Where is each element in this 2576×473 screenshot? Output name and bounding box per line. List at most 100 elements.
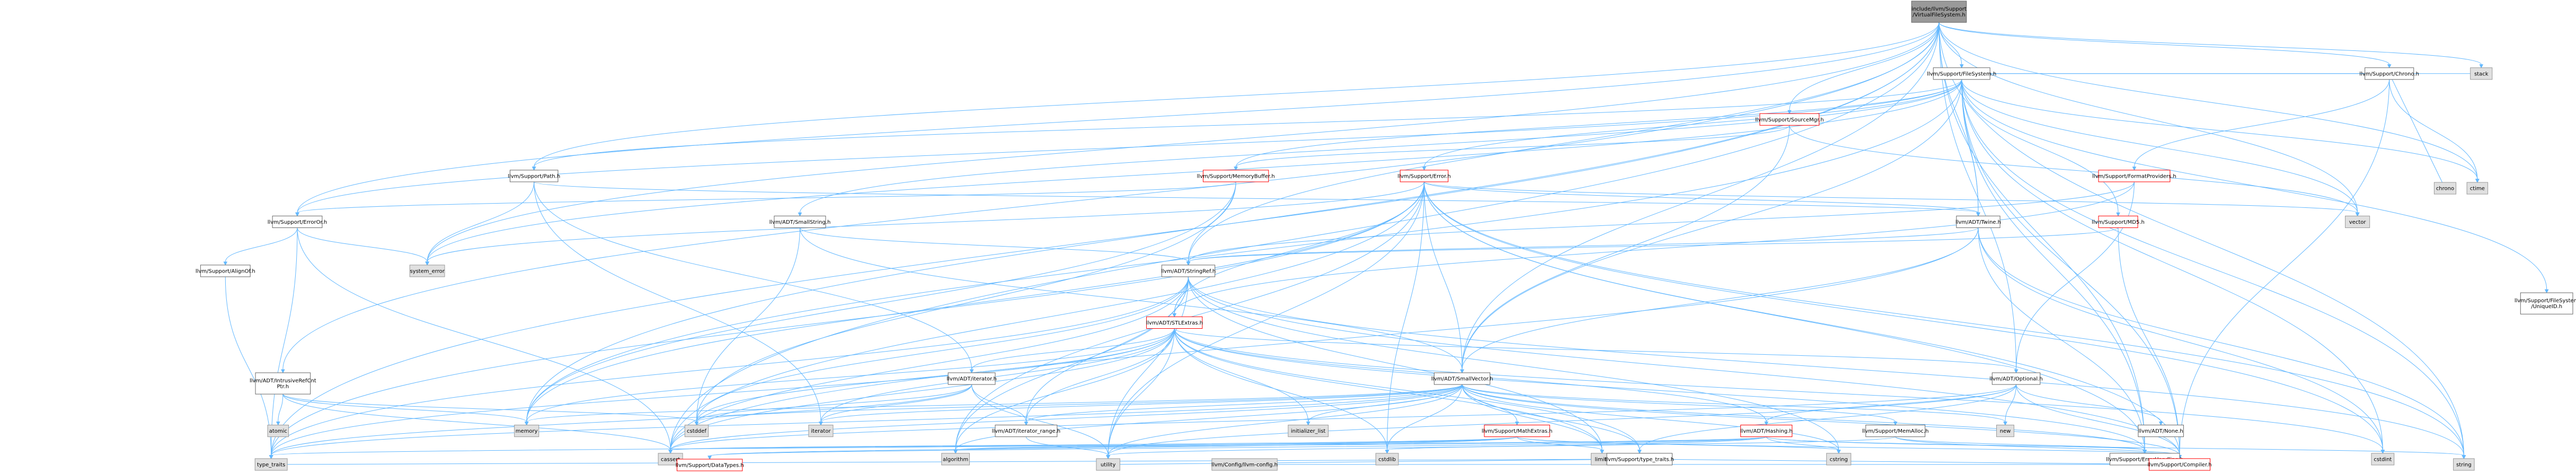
edge-error-to-stlextras xyxy=(1174,181,1424,314)
edge-optional-to-utility xyxy=(1108,384,2017,456)
node-label-utility: utility xyxy=(1101,462,1116,468)
edge-path-to-iterator xyxy=(534,181,972,370)
node-memorybuffer[interactable]: llvm/Support/MemoryBuffer.h xyxy=(1197,170,1275,182)
node-stringref[interactable]: llvm/ADT/StringRef.h xyxy=(1161,265,1216,277)
node-label-uniqueid: llvm/Support/FileSystem xyxy=(2515,298,2576,304)
node-label-chrono_sys: chrono xyxy=(2436,186,2454,191)
edge-smallvector-to-memory xyxy=(526,384,1463,422)
edge-stringref-to-cstddef xyxy=(696,276,1189,422)
node-sourcemgr[interactable]: llvm/Support/SourceMgr.h xyxy=(1755,113,1824,126)
edge-hashing-to-algorithm xyxy=(955,436,1767,451)
edge-stringref-to-cassert xyxy=(670,276,1189,450)
node-md5[interactable]: llvm/Support/MD5.h xyxy=(2092,215,2145,228)
edge-twine-to-stringref xyxy=(1188,227,1979,262)
node-errorc[interactable]: llvm/Support/ErrorOr.h xyxy=(268,215,327,228)
edge-chrono-to-formatproviders xyxy=(2134,79,2390,167)
node-label-error: llvm/Support/Error.h xyxy=(1397,173,1450,179)
edge-optional-to-typetraits_llvm xyxy=(1639,384,2017,450)
node-alignof[interactable]: llvm/Support/AlignOf.h xyxy=(196,265,255,277)
edge-smallvector-to-initializer_list xyxy=(1308,384,1463,422)
node-twine[interactable]: llvm/ADT/Twine.h xyxy=(1955,215,2001,228)
edge-errorc-to-cassert xyxy=(297,227,671,450)
edge-smallstring-to-stringref xyxy=(799,227,1189,262)
node-label-intrusiverefcnt: Ptr.h xyxy=(277,384,289,390)
edge-root-to-stack xyxy=(1938,22,2482,65)
edge-mathextras-to-datatypes xyxy=(709,436,1518,457)
edge-filesystem-to-smallvector xyxy=(1462,79,1962,370)
node-label-errorhandling: llvm/Support/ErrorHandling.h xyxy=(2106,457,2183,462)
node-uniqueid[interactable]: llvm/Support/FileSystem/UniqueID.h xyxy=(2515,292,2576,314)
edge-typetraits_llvm-to-utility xyxy=(1108,459,1640,465)
node-label-datatypes: llvm/Support/DataTypes.h xyxy=(676,462,744,468)
edge-smallvector-to-cstring xyxy=(1462,384,1839,450)
edge-filesystem-to-compiler xyxy=(1961,79,2180,456)
node-filesystem[interactable]: llvm/Support/FileSystem.h xyxy=(1927,67,1996,80)
arrowhead-filesystem-to-md5 xyxy=(2116,212,2120,217)
node-box-utility xyxy=(1096,458,1120,471)
edge-hashing-to-cstring xyxy=(1766,436,1839,451)
arrowhead-hashing-to-algorithm xyxy=(953,450,958,454)
arrowhead-twine-to-smallvector xyxy=(1460,369,1464,374)
node-box-errorc xyxy=(272,215,323,228)
node-label-cstdlib: cstdlib xyxy=(1378,457,1396,462)
edge-root-to-filesystem xyxy=(1938,22,1962,65)
node-mathextras[interactable]: llvm/Support/MathExtras.h xyxy=(1482,425,1553,437)
edge-smallvector-to-type_traits xyxy=(271,384,1463,456)
node-iterator[interactable]: llvm/ADT/iterator.h xyxy=(946,372,997,385)
node-box-uniqueid xyxy=(2520,292,2573,314)
node-box-chrono_sys xyxy=(2433,182,2457,195)
node-box-smallstring xyxy=(774,215,826,228)
edge-twine-to-cassert xyxy=(670,227,1979,450)
node-chrono[interactable]: llvm/Support/Chrono.h xyxy=(2359,67,2419,80)
node-box-memalloc xyxy=(1865,425,1926,437)
node-iterator_range[interactable]: llvm/ADT/iterator_range.h xyxy=(992,425,1060,437)
edge-filesystem-to-memory xyxy=(526,79,1962,422)
node-smallvector[interactable]: llvm/ADT/SmallVector.h xyxy=(1431,372,1493,385)
arrowhead-errorc-to-alignof xyxy=(223,261,228,266)
edge-filesystem-to-cstdint xyxy=(1961,79,2383,450)
edge-filesystem-to-system_error xyxy=(427,79,1962,262)
node-smallstring[interactable]: llvm/ADT/SmallString.h xyxy=(769,215,831,228)
edge-error-to-cstdint xyxy=(1423,181,2383,450)
node-memalloc[interactable]: llvm/Support/MemAlloc.h xyxy=(1862,425,1929,437)
edge-stringref-to-cstring xyxy=(1188,276,1839,450)
node-none[interactable]: llvm/ADT/None.h xyxy=(2138,425,2184,437)
node-datatypes[interactable]: llvm/Support/DataTypes.h xyxy=(676,459,744,471)
edge-iterator-to-iterator_sys xyxy=(820,384,972,422)
edge-formatproviders-to-stringref xyxy=(1188,181,2135,262)
node-formatproviders[interactable]: llvm/Support/FormatProviders.h xyxy=(2092,170,2176,182)
arrowhead-stlextras-to-iterator xyxy=(969,369,974,374)
edge-stlextras-to-limits xyxy=(1174,328,1603,450)
node-label-smallstring: llvm/ADT/SmallString.h xyxy=(769,220,831,225)
edge-errorc-to-alignof xyxy=(225,227,298,262)
node-new: new xyxy=(1996,425,2014,437)
node-optional[interactable]: llvm/ADT/Optional.h xyxy=(1989,372,2043,385)
edge-stlextras-to-iterator_sys xyxy=(820,328,1175,422)
node-label-twine: llvm/ADT/Twine.h xyxy=(1955,220,2001,225)
node-label-cstring: cstring xyxy=(1830,457,1848,462)
edge-smallvector-to-errorhandling xyxy=(1462,384,2145,450)
node-compiler[interactable]: llvm/Support/Compiler.h xyxy=(2147,458,2212,471)
edge-root-to-path xyxy=(534,22,1940,167)
node-typetraits_llvm[interactable]: llvm/Support/type_traits.h xyxy=(1605,453,1674,466)
edge-optional-to-new xyxy=(2005,384,2017,422)
node-path[interactable]: llvm/Support/Path.h xyxy=(508,170,560,182)
edge-stringref-to-algorithm xyxy=(955,276,1189,450)
edge-chrono_sys-to-chrono xyxy=(2389,73,2446,189)
node-hashing[interactable]: llvm/ADT/Hashing.h xyxy=(1740,425,1793,437)
edge-twine-to-errorhandling xyxy=(1978,227,2145,450)
edge-stringref-to-iterator_range xyxy=(1025,276,1189,422)
edge-path-to-system_error xyxy=(427,181,535,262)
arrowhead-path-to-twine xyxy=(1976,212,1980,217)
edge-stlextras-to-iterator_range xyxy=(1025,328,1175,422)
edge-formatproviders-to-stlextras xyxy=(1174,181,2135,314)
node-error[interactable]: llvm/Support/Error.h xyxy=(1397,170,1451,182)
edge-twine-to-smallvector xyxy=(1462,227,1979,370)
edge-root-to-chrono xyxy=(1938,22,2390,65)
node-stlextras[interactable]: llvm/ADT/STLExtras.h xyxy=(1146,316,1203,329)
node-cstddef: cstddef xyxy=(684,425,709,437)
node-root[interactable]: include/llvm/Support/VirtualFileSystem.h xyxy=(1911,1,1967,23)
edge-error-to-twine xyxy=(1423,181,1979,213)
node-box-smallvector xyxy=(1433,372,1491,385)
